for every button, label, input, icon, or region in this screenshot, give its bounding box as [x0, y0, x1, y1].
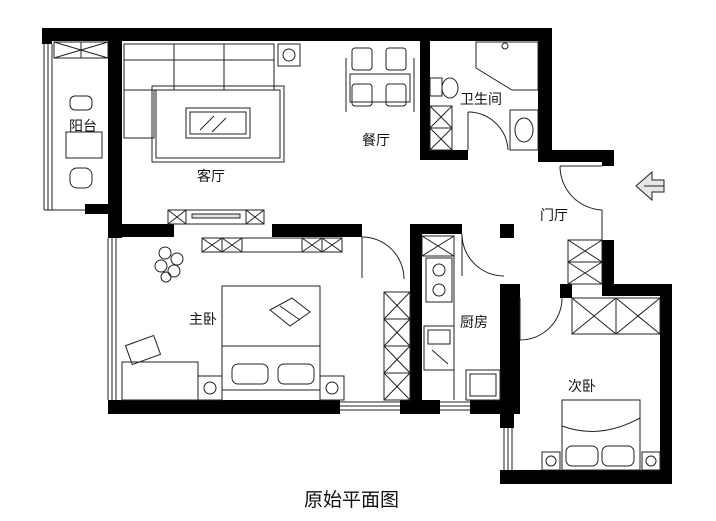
room-label-dining-room: 餐厅	[362, 133, 390, 149]
room-label-kitchen: 厨房	[460, 315, 488, 331]
living-room-furniture	[123, 43, 301, 225]
room-label-bathroom: 卫生间	[460, 92, 502, 108]
walls	[42, 28, 672, 484]
entrance-fixtures	[559, 165, 603, 285]
dining-table	[345, 47, 415, 112]
plan-title: 原始平面图	[304, 489, 399, 511]
room-label-second-bedroom: 次卧	[568, 379, 596, 395]
bathroom-fixtures	[429, 41, 539, 151]
balcony-furniture	[53, 41, 109, 189]
room-label-living-room: 客厅	[197, 168, 225, 185]
room-label-balcony: 阳台	[69, 119, 97, 135]
entrance-arrow-icon	[635, 170, 665, 202]
room-label-entrance: 门厅	[540, 208, 568, 224]
windows	[43, 44, 513, 470]
second-bedroom-furniture	[519, 297, 661, 471]
kitchen-fixtures	[421, 233, 505, 401]
master-bedroom-furniture	[121, 236, 411, 401]
room-label-master-bedroom: 主卧	[189, 312, 217, 328]
